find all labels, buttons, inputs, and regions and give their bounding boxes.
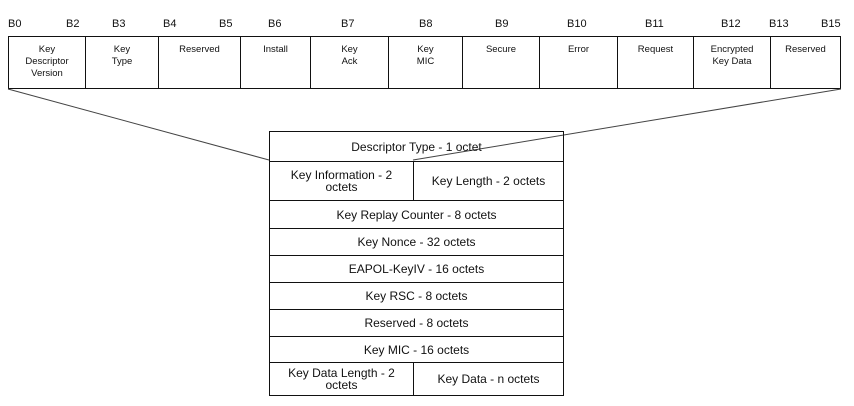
row-key-information-length: Key Information - 2 octets Key Length - … [270,161,563,200]
bit-label-b6: B6 [268,18,282,30]
connector-line-left [7,88,270,161]
field-key-type: Key Type [85,36,158,89]
bit-label-b10: B10 [567,18,587,30]
field-key-mic: Key MIC [388,36,462,89]
field-key-descriptor-version: Key Descriptor Version [8,36,85,89]
row-key-data: Key Data Length - 2 octets Key Data - n … [270,362,563,395]
cell-key-data: Key Data - n octets [437,372,540,386]
bit-label-b13: B13 [769,18,789,30]
cell-key-data-length: Key Data Length - 2 octets [270,363,414,395]
bit-label-b5: B5 [219,18,233,30]
row-reserved: Reserved - 8 octets [270,309,563,336]
bit-label-b2: B2 [66,18,80,30]
bit-label-b3: B3 [112,18,126,30]
row-key-replay-counter: Key Replay Counter - 8 octets [270,200,563,228]
row-descriptor-type: Descriptor Type - 1 octet [351,139,482,154]
field-key-ack: Key Ack [310,36,388,89]
field-secure: Secure [462,36,539,89]
bit-label-b15: B15 [821,18,841,30]
bit-label-b0: B0 [8,18,22,30]
field-error: Error [539,36,617,89]
field-reserved-b4-b5: Reserved [158,36,240,89]
field-request: Request [617,36,693,89]
bit-label-b9: B9 [495,18,509,30]
bit-label-b8: B8 [419,18,433,30]
row-key-mic: Key MIC - 16 octets [270,336,563,362]
row-key-rsc: Key RSC - 8 octets [270,282,563,309]
bit-label-b11: B11 [645,18,664,30]
cell-key-information: Key Information - 2 octets [270,162,414,200]
cell-key-length: Key Length - 2 octets [431,174,546,188]
row-key-nonce: Key Nonce - 32 octets [270,228,563,255]
bit-label-b7: B7 [341,18,355,30]
row-eapol-key-iv: EAPOL-KeyIV - 16 octets [270,255,563,282]
bit-label-b4: B4 [163,18,177,30]
bit-label-b12: B12 [721,18,741,30]
field-reserved-b13-b15: Reserved [770,36,841,89]
field-install: Install [240,36,310,89]
eapol-key-frame: Descriptor Type - 1 octet Key Informatio… [269,131,564,396]
field-encrypted-key-data: Encrypted Key Data [693,36,770,89]
